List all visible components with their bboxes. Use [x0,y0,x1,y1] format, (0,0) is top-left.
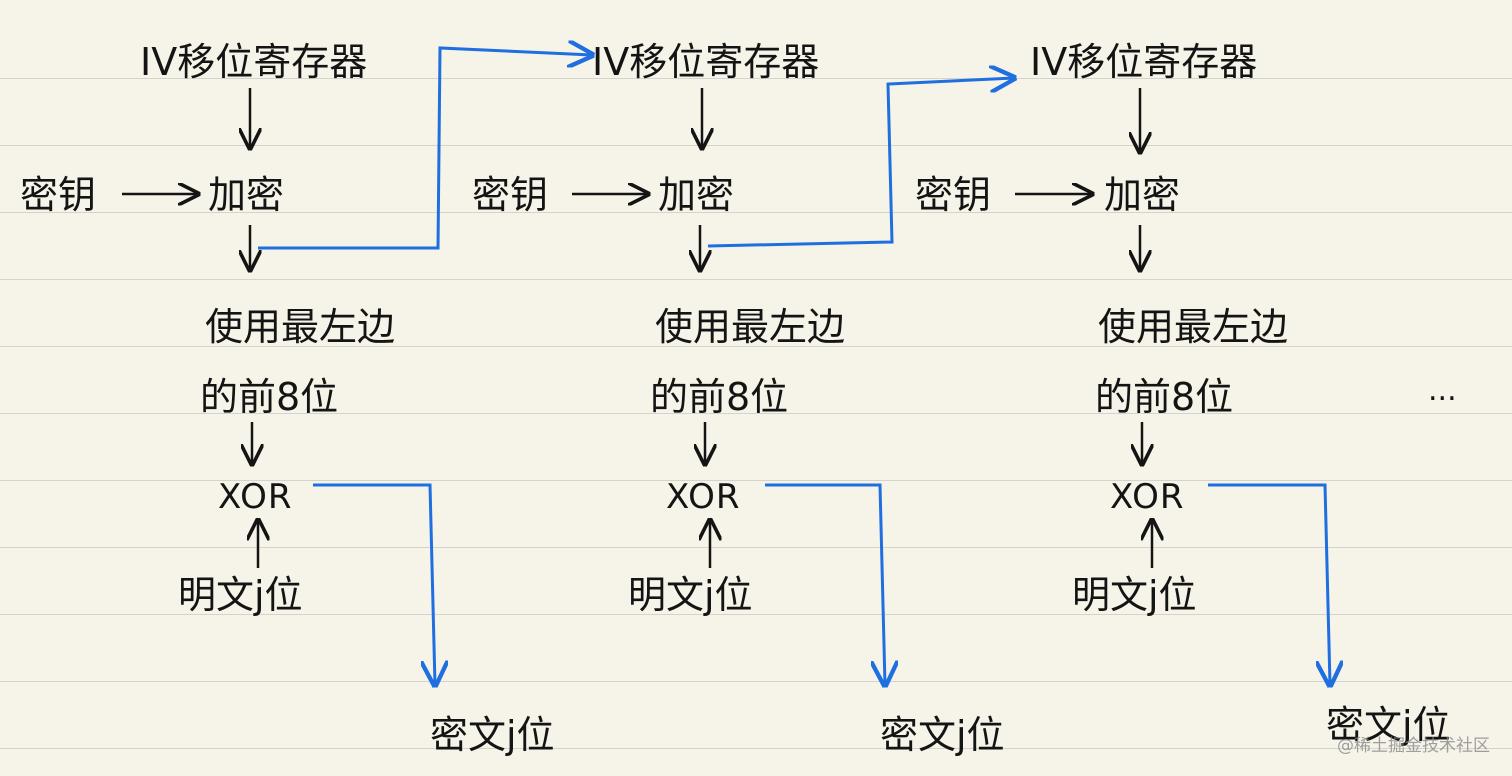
plaintext-label: 明文j位 [1072,573,1197,617]
select-label-line2: 的前8位 [1095,375,1233,419]
ruled-line [0,212,1512,213]
ruled-line [0,614,1512,615]
ciphertext-flow-arrow [765,483,885,685]
ruled-line [0,145,1512,146]
encrypt-label: 加密 [208,173,284,217]
plaintext-label: 明文j位 [628,573,753,617]
xor-label: XOR [666,477,741,517]
xor-label: XOR [218,477,293,517]
stage-3: IV移位寄存器 密钥 加密 使用最左边 的前8位 XOR 明文j位 密文j位 [915,40,1451,747]
ruled-line [0,547,1512,548]
key-label: 密钥 [472,173,548,217]
select-label-line2: 的前8位 [650,375,788,419]
ruled-line [0,681,1512,682]
encrypt-label: 加密 [1104,173,1180,217]
ruled-line [0,279,1512,280]
stage-2: IV移位寄存器 密钥 加密 使用最左边 的前8位 XOR 明文j位 密文j位 [472,40,1005,757]
select-label-line1: 使用最左边 [205,305,395,349]
ciphertext-label: 密文j位 [880,713,1005,757]
encrypt-label: 加密 [658,173,734,217]
key-label: 密钥 [20,173,96,217]
select-label-line2: 的前8位 [200,375,338,419]
shift-register-label: IV移位寄存器 [592,40,819,84]
ruled-line [0,413,1512,414]
ruled-line [0,346,1512,347]
ruled-line [0,480,1512,481]
ciphertext-label: 密文j位 [430,713,555,757]
feedback-arrow-stage2-to-stage3 [707,78,1014,248]
ciphertext-flow-arrow [1208,483,1330,685]
feedback-arrow-stage1-to-stage2 [258,48,592,250]
watermark-text: @稀土掘金技术社区 [1337,736,1490,756]
stage-1: IV移位寄存器 密钥 加密 使用最左边 的前8位 XOR 明文j位 密文j位 [20,40,555,757]
ruled-line [0,748,1512,749]
shift-register-label: IV移位寄存器 [140,40,367,84]
key-label: 密钥 [915,173,991,217]
select-label-line1: 使用最左边 [1098,305,1288,349]
shift-register-label: IV移位寄存器 [1030,40,1257,84]
continuation-ellipsis: ... [1428,373,1457,408]
ruled-line [0,78,1512,79]
ciphertext-label: 密文j位 [1326,703,1451,747]
plaintext-label: 明文j位 [178,573,303,617]
ciphertext-flow-arrow [313,483,435,685]
select-label-line1: 使用最左边 [655,305,845,349]
xor-label: XOR [1110,477,1185,517]
